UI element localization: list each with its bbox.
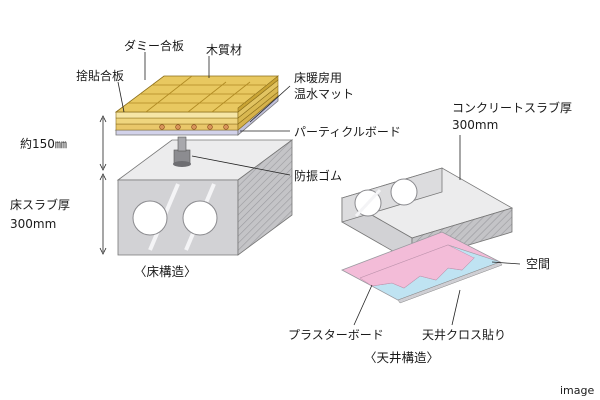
label-particle-board: パーティクルボード [294, 125, 401, 139]
floor-caption: 〈床構造〉 [134, 264, 197, 279]
label-dimension-upper: 約150㎜ [20, 136, 67, 151]
label-slab-line2: 300mm [10, 217, 56, 231]
floor-leader-lines [117, 52, 291, 176]
label-disposable-plywood: 捨貼合板 [76, 68, 124, 83]
watermark-text: image [560, 384, 594, 397]
label-concrete-slab-line2: 300mm [452, 118, 498, 132]
label-floor-heating-line1: 床暖房用 [294, 70, 342, 85]
ceiling-slab-block [340, 167, 514, 263]
ceiling-structure: コンクリートスラブ厚 300mm 空間 プラスターボード 天井クロス貼り 〈天井… [288, 100, 572, 365]
label-plaster-board: プラスターボード [288, 328, 384, 342]
ceiling-caption: 〈天井構造〉 [364, 350, 439, 365]
wood-top-layer [114, 75, 280, 113]
anti-vibration-rubber-pad [173, 136, 191, 167]
label-air-gap: 空間 [526, 257, 550, 271]
heating-pipes [159, 124, 229, 130]
floor-slab-block [116, 139, 294, 256]
floor-slab-side [237, 139, 293, 256]
label-slab-line1: 床スラブ厚 [10, 197, 70, 212]
floor-structure: ダミー合板 木質材 捨貼合板 床暖房用 温水マット パーティクルボード 防振ゴム… [10, 38, 401, 279]
label-wood-material: 木質材 [206, 42, 242, 57]
label-anti-vibration-rubber: 防振ゴム [294, 168, 342, 183]
floor-dimension-lines [99, 115, 107, 255]
ceiling-leader-lines [353, 135, 521, 326]
label-dummy-plywood: ダミー合板 [124, 38, 184, 53]
ceiling-board-layers [341, 231, 503, 304]
label-ceiling-cloth: 天井クロス貼り [422, 327, 506, 342]
label-floor-heating-line2: 温水マット [294, 87, 354, 101]
ceiling-slab-hole-right [390, 178, 418, 206]
wood-plank-lines [128, 75, 266, 113]
label-concrete-slab-line1: コンクリートスラブ厚 [452, 100, 572, 115]
heating-mat-layer [115, 91, 279, 131]
floor-slab-hole-left [132, 200, 168, 236]
disposable-plywood-layer [115, 85, 279, 125]
floor-slab-hole-right [182, 200, 218, 236]
